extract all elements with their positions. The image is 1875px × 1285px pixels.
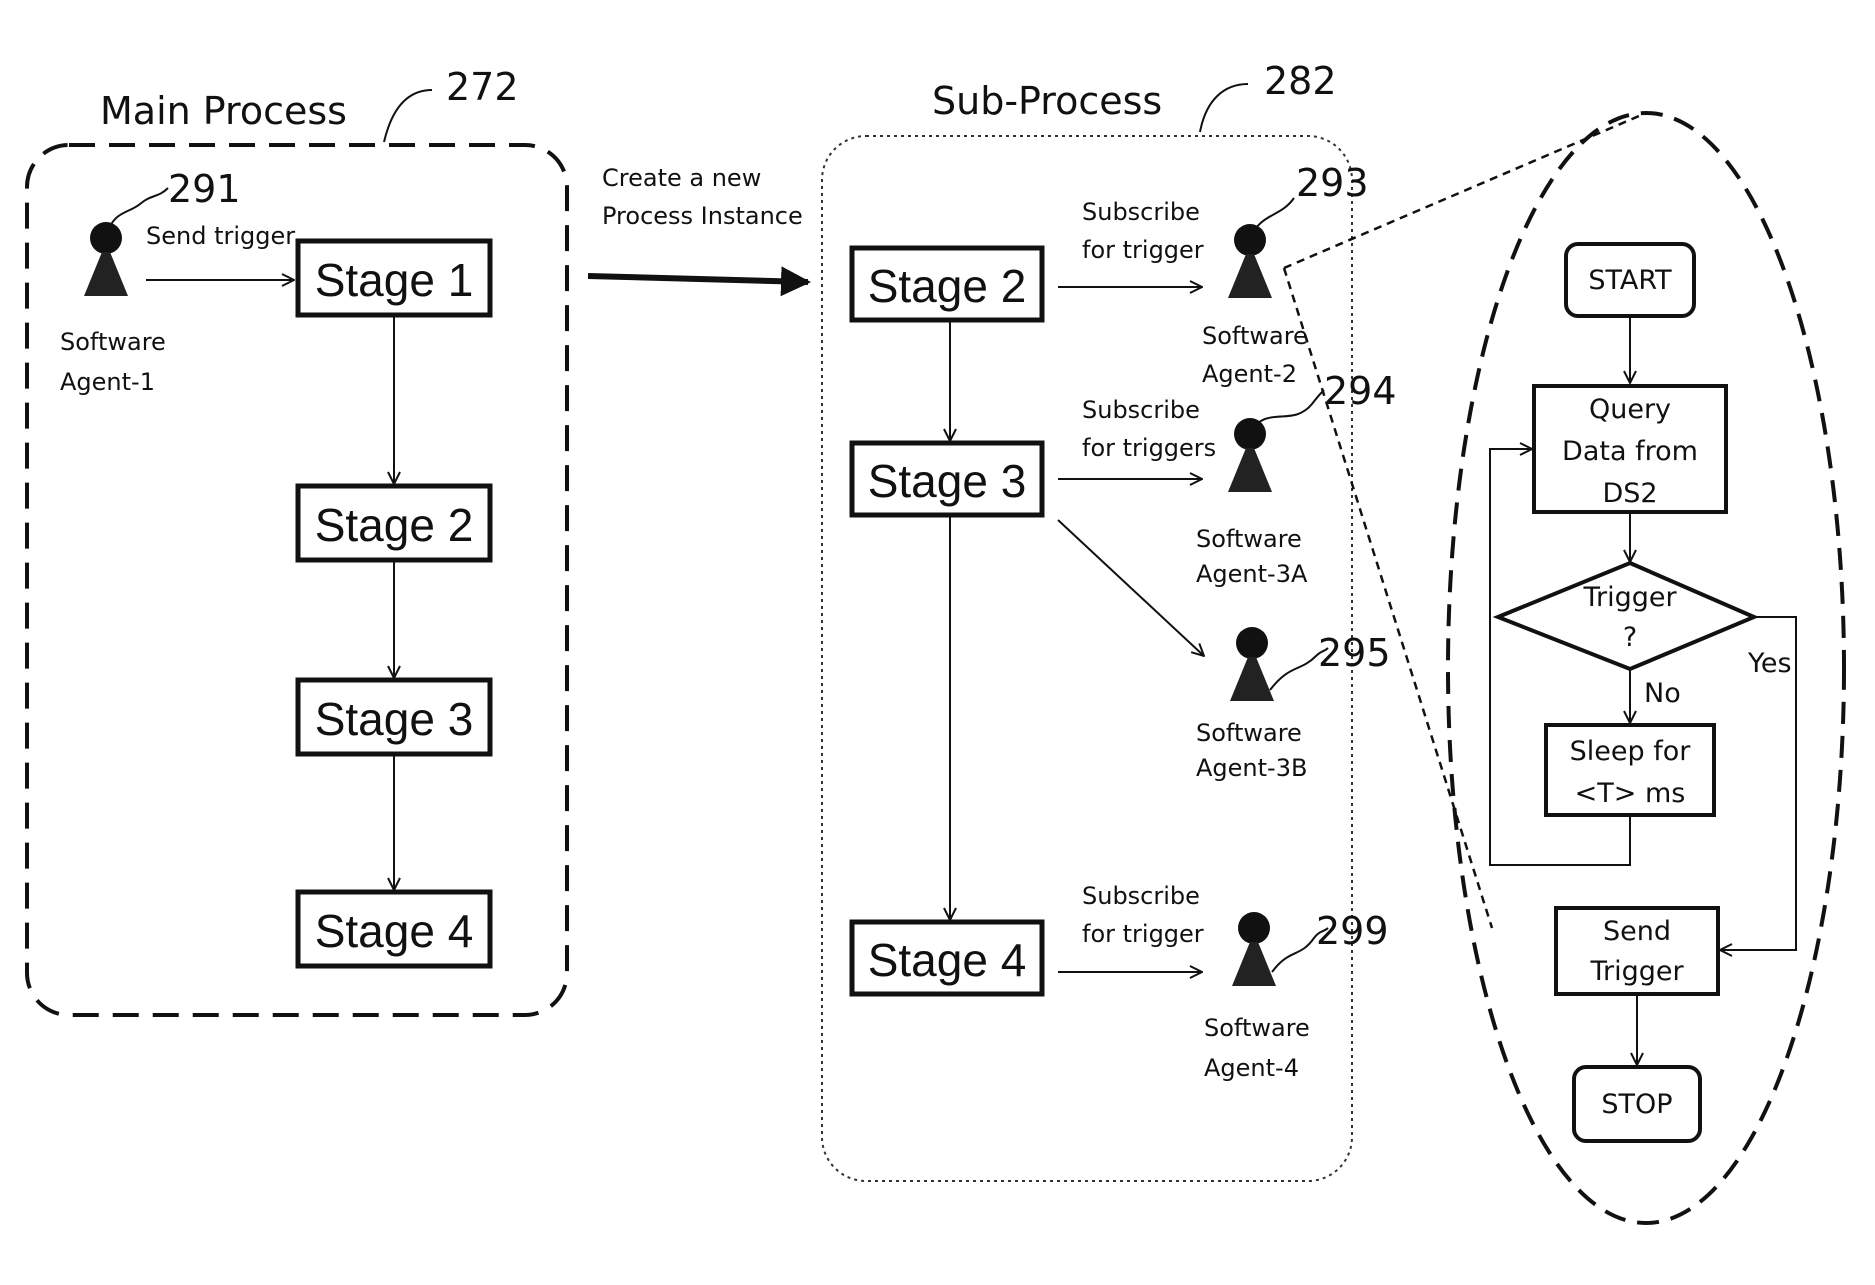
sub-stage-4: Stage 4 bbox=[852, 922, 1042, 994]
agent-2-name-line1: Software bbox=[1202, 322, 1308, 350]
agent-4-subscribe-line2: for trigger bbox=[1082, 920, 1204, 948]
software-agent-1: 291 Software Agent-1 Send trigger bbox=[60, 167, 295, 396]
agent-4-subscribe-line1: Subscribe bbox=[1082, 882, 1200, 910]
flow-stop-label: STOP bbox=[1601, 1089, 1672, 1120]
agent-2-subscribe-line2: for trigger bbox=[1082, 236, 1204, 264]
flow-query-line3: DS2 bbox=[1602, 478, 1657, 509]
agent-icon bbox=[1228, 418, 1272, 492]
agent-4-ref: 299 bbox=[1316, 909, 1389, 953]
agent-3a-name-line2: Agent-3A bbox=[1196, 560, 1308, 588]
agent-3a-subscribe-line2: for triggers bbox=[1082, 434, 1216, 462]
flow-query-line1: Query bbox=[1589, 394, 1671, 425]
main-stage-2: Stage 2 bbox=[298, 486, 490, 560]
sub-process-ref-leader bbox=[1200, 84, 1248, 132]
main-process-ref-leader bbox=[384, 90, 432, 142]
callout-connector-bottom bbox=[1284, 268, 1492, 928]
flow-stop: STOP bbox=[1574, 1067, 1700, 1141]
create-instance-transition: Create a new Process Instance bbox=[588, 164, 808, 282]
flow-sleep-line2: <T> ms bbox=[1575, 778, 1686, 809]
agent-2-name-line2: Agent-2 bbox=[1202, 360, 1297, 388]
agent-3a-subscribe-line1: Subscribe bbox=[1082, 396, 1200, 424]
agent-3b-name-line2: Agent-3B bbox=[1196, 754, 1307, 782]
flow-send-line2: Trigger bbox=[1589, 956, 1684, 987]
software-agent-2: Subscribe for trigger 293 Software Agent… bbox=[1058, 161, 1369, 388]
flow-decision: Trigger ? bbox=[1498, 563, 1754, 669]
main-process: Main Process 272 291 Software Agent-1 Se… bbox=[27, 65, 567, 1015]
transition-arrow bbox=[588, 276, 808, 282]
transition-label-line2: Process Instance bbox=[602, 202, 803, 230]
flow-decision-line2: ? bbox=[1623, 622, 1637, 653]
agent-3b-subscribe-arrow bbox=[1058, 520, 1204, 656]
agent-1-name-line1: Software bbox=[60, 328, 166, 356]
agent-1-action: Send trigger bbox=[146, 222, 295, 250]
flow-start-label: START bbox=[1588, 265, 1672, 296]
flow-query: Query Data from DS2 bbox=[1534, 386, 1726, 512]
flow-decision-line1: Trigger bbox=[1582, 582, 1677, 613]
agent-icon bbox=[1232, 912, 1276, 986]
sub-process-title: Sub-Process bbox=[932, 79, 1162, 123]
sub-stage-4-label: Stage 4 bbox=[868, 934, 1027, 986]
agent-icon bbox=[1230, 627, 1274, 701]
flow-no-label: No bbox=[1644, 678, 1681, 709]
agent-4-name-line2: Agent-4 bbox=[1204, 1054, 1299, 1082]
main-stage-3-label: Stage 3 bbox=[315, 693, 474, 745]
software-agent-3a: Subscribe for triggers 294 Software Agen… bbox=[1058, 369, 1397, 588]
agent-3b-name-line1: Software bbox=[1196, 719, 1302, 747]
flow-sleep-line1: Sleep for bbox=[1570, 736, 1692, 767]
agent-2-subscribe-line1: Subscribe bbox=[1082, 198, 1200, 226]
flow-sleep: Sleep for <T> ms bbox=[1546, 725, 1714, 815]
agent-4-name-line1: Software bbox=[1204, 1014, 1310, 1042]
flow-yes-label: Yes bbox=[1747, 648, 1792, 679]
agent-2-ref: 293 bbox=[1296, 161, 1369, 205]
sub-stage-2: Stage 2 bbox=[852, 248, 1042, 320]
agent-icon bbox=[1228, 224, 1272, 298]
flow-query-line2: Data from bbox=[1562, 436, 1698, 467]
trigger-flowchart: START Query Data from DS2 Trigger ? No S… bbox=[1490, 244, 1796, 1141]
flow-start: START bbox=[1566, 244, 1694, 316]
main-stage-4: Stage 4 bbox=[298, 892, 490, 966]
main-stage-4-label: Stage 4 bbox=[315, 905, 474, 957]
agent-1-name-line2: Agent-1 bbox=[60, 368, 155, 396]
agent-1-ref: 291 bbox=[168, 167, 241, 211]
main-stage-1-label: Stage 1 bbox=[315, 254, 474, 306]
sub-stage-3-label: Stage 3 bbox=[868, 455, 1027, 507]
agent-3b-ref: 295 bbox=[1318, 631, 1391, 675]
sub-process: Sub-Process 282 Stage 2 Stage 3 Stage 4 … bbox=[822, 59, 1397, 1181]
agent-3a-name-line1: Software bbox=[1196, 525, 1302, 553]
sub-stage-3: Stage 3 bbox=[852, 443, 1042, 515]
main-stage-3: Stage 3 bbox=[298, 680, 490, 754]
flow-send-trigger: Send Trigger bbox=[1556, 908, 1718, 994]
sub-stage-2-label: Stage 2 bbox=[868, 260, 1027, 312]
software-agent-4: Subscribe for trigger 299 Software Agent… bbox=[1058, 882, 1389, 1082]
main-process-title: Main Process bbox=[100, 89, 347, 133]
main-stage-1: Stage 1 bbox=[298, 241, 490, 315]
agent-3a-ref: 294 bbox=[1324, 369, 1397, 413]
transition-label-line1: Create a new bbox=[602, 164, 761, 192]
sub-process-ref: 282 bbox=[1264, 59, 1337, 103]
flow-send-line1: Send bbox=[1603, 916, 1671, 947]
main-process-ref: 272 bbox=[446, 65, 519, 109]
main-stage-2-label: Stage 2 bbox=[315, 499, 474, 551]
